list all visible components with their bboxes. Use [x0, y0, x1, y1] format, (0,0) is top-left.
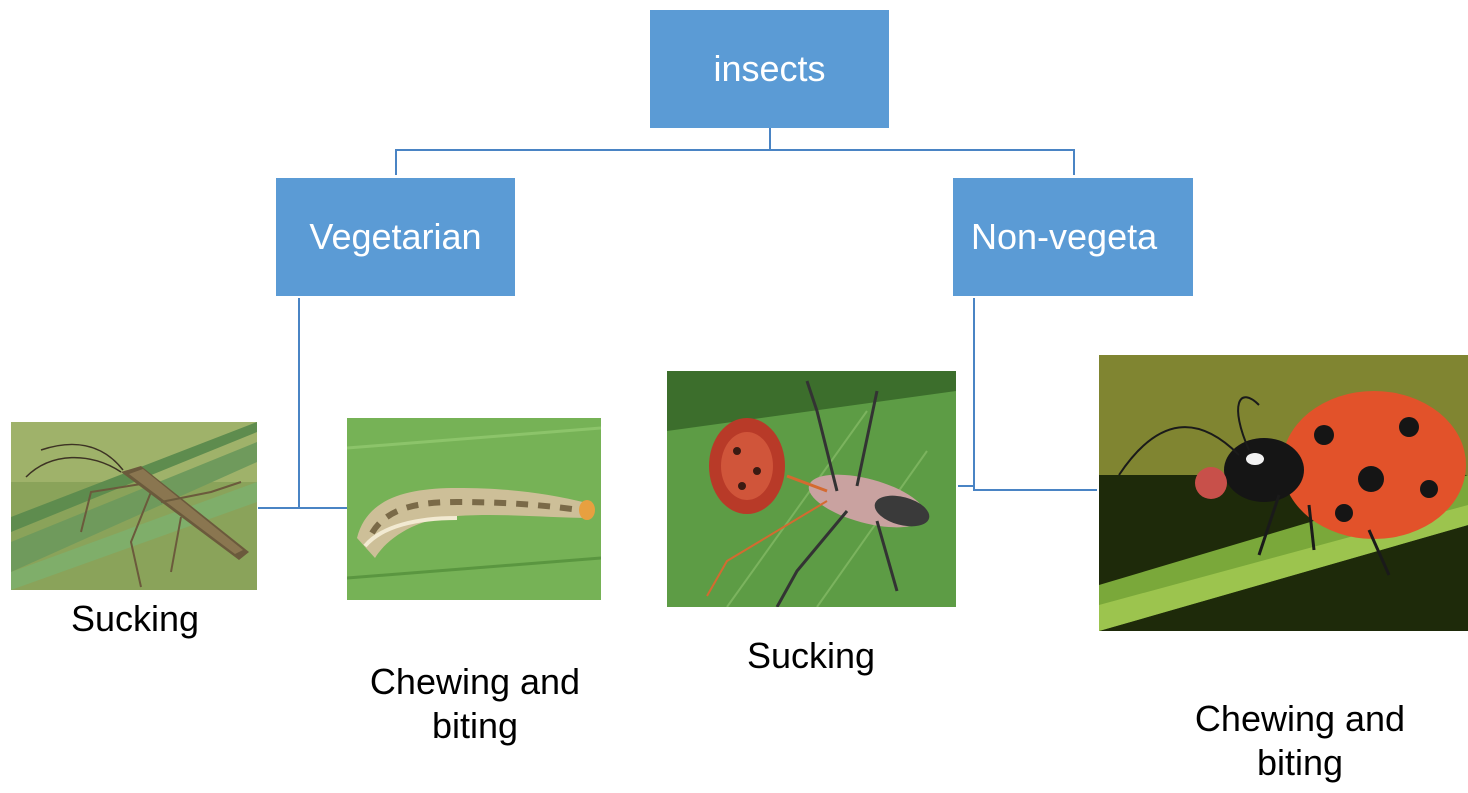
connector-nonvegetarian	[974, 298, 1097, 490]
caption-sucking-nonvegetarian: Sucking	[706, 634, 916, 678]
caption-line: Sucking	[706, 634, 916, 678]
caption-chewing-nonvegetarian: Chewing and biting	[1155, 697, 1445, 785]
caption-line: Chewing and	[330, 660, 620, 704]
connector-root-branches	[396, 150, 1074, 175]
ladybird-photo	[1099, 355, 1468, 631]
caption-line: Chewing and	[1155, 697, 1445, 741]
sucking-bug-photo	[11, 422, 257, 590]
caption-sucking-vegetarian: Sucking	[30, 597, 240, 641]
branch-node-label: Non-vegeta	[971, 216, 1157, 258]
assassin-bug-photo	[667, 371, 956, 607]
caption-line: biting	[330, 704, 620, 748]
branch-node-label: Vegetarian	[309, 216, 481, 258]
caption-line: Sucking	[30, 597, 240, 641]
root-node-label: insects	[713, 48, 825, 90]
root-node-insects: insects	[650, 10, 889, 128]
branch-node-nonvegetarian: Non-vegeta	[953, 178, 1193, 296]
connector-vegetarian	[299, 298, 348, 508]
caption-line: biting	[1155, 741, 1445, 785]
caption-chewing-vegetarian: Chewing and biting	[330, 660, 620, 748]
caterpillar-photo	[347, 418, 601, 600]
branch-node-vegetarian: Vegetarian	[276, 178, 515, 296]
